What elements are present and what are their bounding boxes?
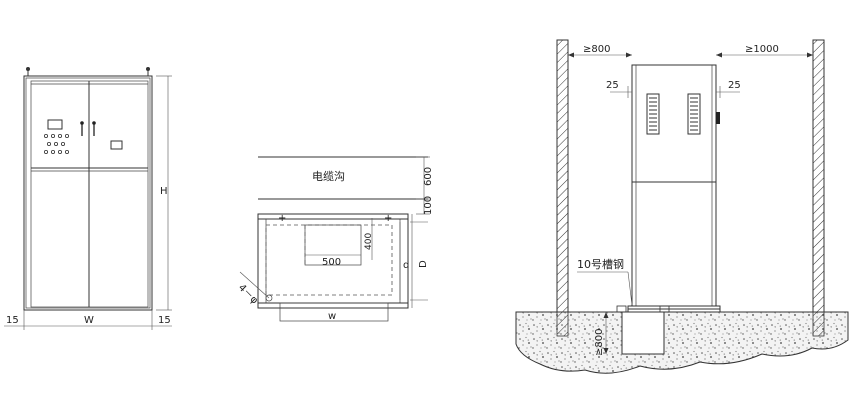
concrete-floor — [515, 311, 849, 374]
dim-400: 400 — [364, 233, 374, 250]
dim-D: D — [418, 260, 429, 268]
svg-text:+: + — [384, 213, 392, 224]
vent-grille-icon — [646, 93, 701, 135]
indicator-lights — [44, 133, 70, 154]
base-frame — [257, 213, 409, 309]
installation-section: ≥800 ≥1000 25 — [515, 39, 849, 374]
dim-100: 100 — [423, 196, 434, 215]
cabinet-side-view — [631, 64, 717, 307]
side-handle-icon — [716, 112, 720, 124]
dim-h: H — [160, 186, 168, 197]
wall-left — [556, 39, 569, 313]
cabinet-outline — [23, 75, 153, 311]
meter-window — [110, 140, 123, 150]
foundation-plan: 电缆沟 600 100 + + 400 500 d D — [236, 156, 434, 322]
dim-600: 600 — [423, 167, 434, 186]
hole-spec: 4－φ — [236, 282, 260, 306]
gap-right-25: 25 — [728, 80, 741, 91]
dim-w: W — [84, 315, 94, 326]
door-handle-icon — [80, 121, 96, 136]
lifting-lug-right — [146, 67, 150, 71]
cable-pit — [621, 311, 665, 355]
cable-trench-label: 电缆沟 — [312, 170, 345, 183]
clearance-left: ≥800 — [583, 44, 610, 55]
gap-left-25: 25 — [606, 80, 619, 91]
pit-depth-label: ≥800 — [594, 329, 605, 356]
cable-opening — [304, 224, 362, 266]
svg-text:+: + — [278, 213, 286, 224]
clearance-right: ≥1000 — [745, 44, 779, 55]
dim-right-15: 15 — [158, 315, 171, 326]
control-display — [47, 119, 63, 130]
dim-500: 500 — [322, 257, 341, 268]
dim-left-15: 15 — [6, 315, 19, 326]
channel-steel-label: 10号槽钢 — [577, 258, 624, 271]
dim-w-small: w — [328, 311, 336, 322]
wall-right — [812, 39, 825, 313]
dim-d: d — [403, 260, 409, 271]
cabinet-front-view: H W 15 15 — [4, 67, 172, 330]
lifting-lug-left — [26, 67, 30, 71]
